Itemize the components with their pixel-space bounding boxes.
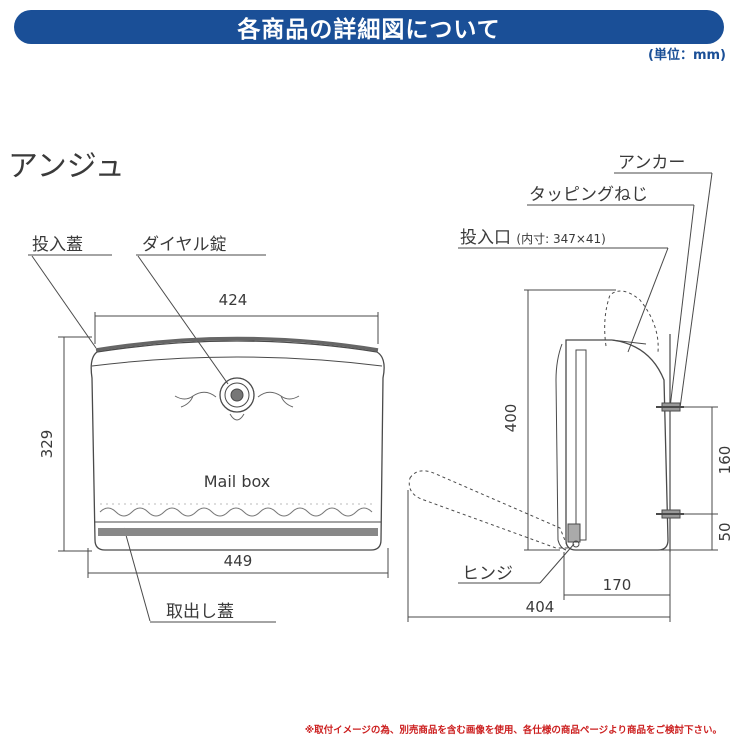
front-view: [28, 254, 389, 623]
dim-front-bottom-width: 449: [224, 552, 253, 570]
label-tapping-screw: タッピングねじ: [529, 185, 648, 205]
label-take-out-lid: 取出し蓋: [166, 602, 234, 622]
dim-side-depth: 170: [603, 576, 632, 594]
dim-side-open-depth: 404: [526, 598, 555, 616]
label-lid: 投入蓋: [32, 235, 83, 255]
side-view: [407, 172, 718, 622]
dim-front-top-width: 424: [219, 291, 248, 309]
dim-anchor-bottom: 50: [716, 522, 734, 541]
header-banner: 各商品の詳細図について: [14, 10, 724, 44]
dim-front-height: 329: [38, 430, 56, 459]
label-dial-lock: ダイヤル錠: [142, 235, 227, 255]
label-slot: 投入口 (内寸: 347×41): [460, 228, 606, 248]
dim-anchor-spacing: 160: [716, 446, 734, 475]
unit-note: (単位：mm): [648, 48, 726, 63]
footer-note: ※取付イメージの為、別売商品を含む画像を使用、各仕様の商品ページより商品をご検討…: [304, 725, 722, 736]
label-slot-inner: (内寸: 347×41): [516, 232, 605, 246]
product-name: アンジュ: [8, 149, 125, 184]
label-anchor: アンカー: [618, 153, 685, 173]
header-title: 各商品の詳細図について: [237, 17, 501, 43]
label-slot-text: 投入口: [460, 228, 511, 248]
label-hinge: ヒンジ: [462, 564, 513, 584]
dim-side-height: 400: [502, 404, 520, 433]
mailbox-text: Mail box: [204, 472, 271, 491]
